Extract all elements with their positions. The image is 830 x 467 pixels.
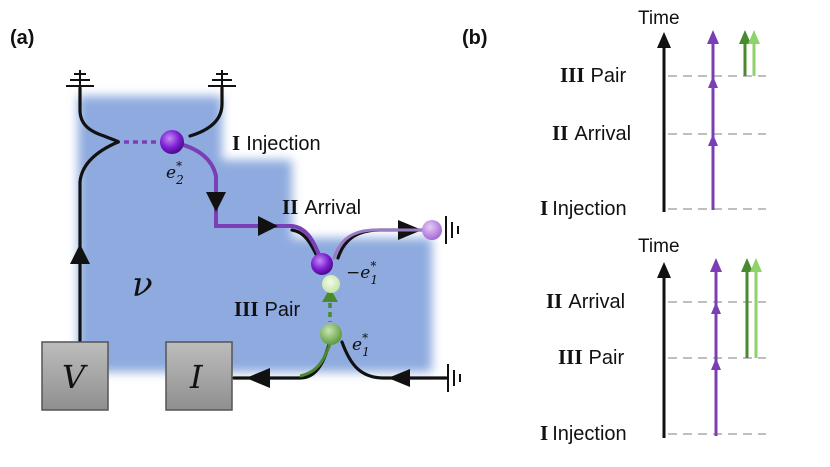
timeline-bottom-axis-label: Time (638, 236, 680, 257)
label-e1-star: e*1 (352, 331, 370, 359)
edge-left-vertical (78, 140, 120, 344)
timeline-top-purple-tick-pair (708, 76, 718, 88)
voltage-source-letter: V (62, 358, 88, 396)
green-pair-path (299, 343, 332, 378)
ground-symbol-top-right (208, 70, 236, 87)
filling-factor-symbol: ν (132, 265, 153, 305)
green-pair-arrow-up (322, 288, 338, 302)
label-minus-e1-star: −e*1 (346, 259, 378, 287)
timeline-top-axis-arrow (657, 32, 671, 48)
edge-arrow-up (70, 244, 90, 264)
path-arrow-down (206, 192, 226, 212)
timeline-top-purple-tick-arrival (708, 134, 718, 146)
edge-lower-right-in (340, 340, 448, 380)
timeline-bottom-dark-green-arrow (741, 258, 753, 272)
quasiparticle-transmitted (422, 220, 442, 240)
quasiparticle-e2 (160, 130, 184, 154)
current-meter-box: I (165, 341, 233, 411)
timeline-bottom-axis-arrow (657, 262, 671, 278)
edge-arrow-left-lower-left (246, 368, 270, 388)
timeline-bottom-light-green-arrow (750, 258, 762, 272)
timeline-top-light-green-arrow (748, 30, 760, 44)
timeline-top-axis-label: Time (638, 8, 680, 29)
edge-arrow-left-lower-right (388, 369, 410, 387)
quasiparticle-arrived (311, 253, 333, 275)
purple-transmitted-path (332, 228, 432, 260)
label-e2-star: e*2 (166, 159, 184, 187)
ground-symbol-left (66, 70, 94, 87)
quasiparticle-e1 (320, 323, 342, 345)
timeline-bottom-purple-tick-arrival (711, 302, 721, 314)
path-arrow-right (258, 216, 278, 236)
timeline-bottom-purple-tick-pair (711, 358, 721, 370)
edge-top-right (188, 86, 224, 138)
panel-a-label: (a) (10, 27, 34, 49)
ground-symbol-right-lower (447, 364, 461, 392)
quantum-hall-fluid (78, 96, 432, 372)
panel-b-label: (b) (462, 27, 488, 49)
quasihole-e1 (322, 275, 340, 293)
timeline-top-dark-green-arrow (739, 30, 751, 44)
timeline-top-purple-arrow (707, 30, 719, 44)
current-meter-letter: I (189, 358, 204, 396)
voltage-source-box: V (41, 341, 109, 411)
ground-symbol-right-upper (445, 216, 459, 244)
timeline-bottom-purple-arrow (710, 258, 722, 272)
